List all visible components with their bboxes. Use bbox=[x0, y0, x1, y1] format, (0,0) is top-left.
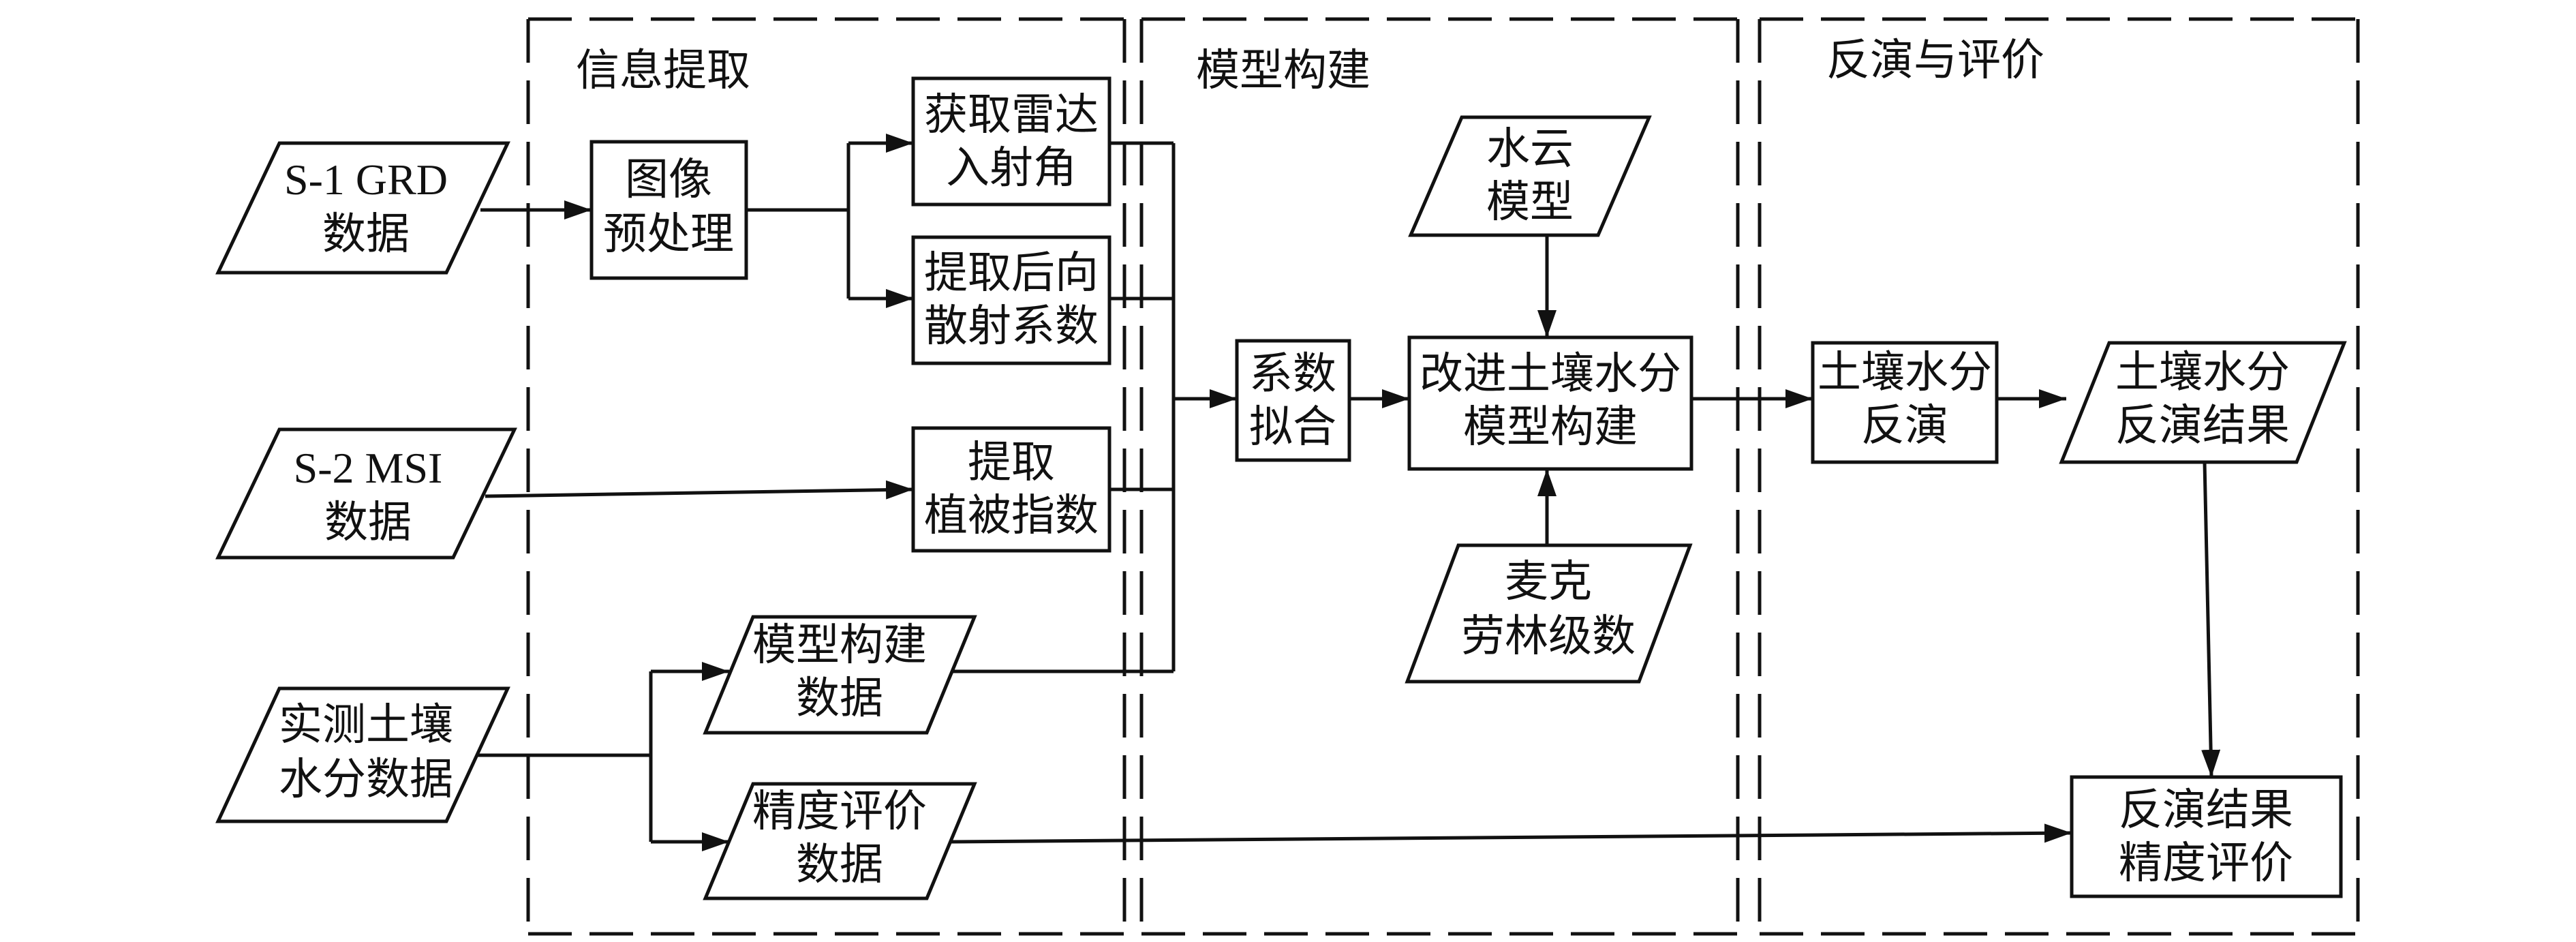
build-data-line2: 数据 bbox=[796, 673, 883, 724]
result-line1: 土壤水分 bbox=[2115, 348, 2290, 398]
s2-label-line1: S-2 MSI bbox=[294, 444, 443, 492]
box-preprocess: 图像 预处理 bbox=[589, 140, 748, 280]
section-title-inversion: 反演与评价 bbox=[1826, 35, 2044, 86]
backscatter-line1: 提取后向 bbox=[924, 248, 1099, 299]
box-soil-moisture-inversion: 土壤水分 反演 bbox=[1811, 341, 1999, 464]
eval-data-line2: 数据 bbox=[796, 840, 883, 890]
box-radar-incidence: 获取雷达 入射角 bbox=[911, 76, 1111, 207]
input-s2-msi: S-2 MSI 数据 bbox=[215, 427, 517, 560]
water-cloud-line1: 水云 bbox=[1486, 124, 1574, 174]
field-label-line1: 实测土壤 bbox=[279, 700, 453, 750]
section-frame-inversion bbox=[1758, 17, 2360, 936]
arrow-evaldata-to-accuracy bbox=[950, 823, 2072, 844]
water-cloud-line2: 模型 bbox=[1486, 177, 1574, 228]
data-model-build: 模型构建 数据 bbox=[703, 615, 977, 735]
result-line2: 反演结果 bbox=[2115, 401, 2290, 451]
box-backscatter: 提取后向 散射系数 bbox=[911, 235, 1111, 365]
preprocess-line2: 预处理 bbox=[603, 209, 734, 260]
maclaurin-line1: 麦克 bbox=[1505, 557, 1592, 607]
incidence-line1: 获取雷达 bbox=[924, 90, 1099, 140]
fitting-line1: 系数 bbox=[1249, 349, 1336, 399]
accuracy-line1: 反演结果 bbox=[2119, 785, 2293, 836]
data-accuracy-eval: 精度评价 数据 bbox=[703, 782, 977, 900]
box-vegetation-index: 提取 植被指数 bbox=[911, 426, 1111, 553]
eval-data-line1: 精度评价 bbox=[752, 787, 927, 837]
input-s1-grd: S-1 GRD 数据 bbox=[215, 141, 510, 275]
fitting-line2: 拟合 bbox=[1249, 402, 1336, 453]
inversion-line2: 反演 bbox=[1861, 401, 1948, 451]
backscatter-line2: 散射系数 bbox=[924, 301, 1099, 352]
section-title-modeling: 模型构建 bbox=[1196, 46, 1370, 96]
build-data-line1: 模型构建 bbox=[752, 620, 927, 671]
s1-label-line1: S-1 GRD bbox=[284, 155, 448, 204]
input-field-soil-moisture: 实测土壤 水分数据 bbox=[215, 686, 510, 823]
inversion-line1: 土壤水分 bbox=[1818, 348, 1992, 398]
vegetation-line1: 提取 bbox=[968, 438, 1055, 488]
data-maclaurin-series: 麦克 劳林级数 bbox=[1405, 543, 1693, 684]
improved-model-line2: 模型构建 bbox=[1463, 402, 1638, 453]
arrow-s2-to-vegetation bbox=[485, 480, 914, 500]
box-improved-model: 改进土壤水分 模型构建 bbox=[1407, 335, 1693, 471]
section-frame-modeling bbox=[1139, 17, 1740, 936]
maclaurin-line2: 劳林级数 bbox=[1461, 611, 1636, 662]
data-water-cloud-model: 水云 模型 bbox=[1408, 115, 1652, 237]
data-inversion-result: 土壤水分 反演结果 bbox=[2059, 341, 2347, 464]
section-title-extraction: 信息提取 bbox=[576, 46, 750, 96]
preprocess-line1: 图像 bbox=[625, 155, 712, 205]
s1-label-line2: 数据 bbox=[322, 209, 410, 260]
accuracy-line2: 精度评价 bbox=[2119, 838, 2293, 889]
s2-label-line2: 数据 bbox=[324, 498, 412, 548]
field-label-line2: 水分数据 bbox=[279, 755, 453, 805]
box-coefficient-fitting: 系数 拟合 bbox=[1235, 339, 1351, 462]
improved-model-line1: 改进土壤水分 bbox=[1420, 349, 1681, 399]
arrow-result-to-accuracy bbox=[2201, 461, 2221, 778]
box-accuracy-evaluation: 反演结果 精度评价 bbox=[2070, 775, 2343, 898]
section-frame-extraction bbox=[526, 17, 1126, 936]
incidence-line2: 入射角 bbox=[946, 143, 1077, 194]
connectors bbox=[477, 134, 2221, 851]
vegetation-line2: 植被指数 bbox=[924, 491, 1099, 541]
